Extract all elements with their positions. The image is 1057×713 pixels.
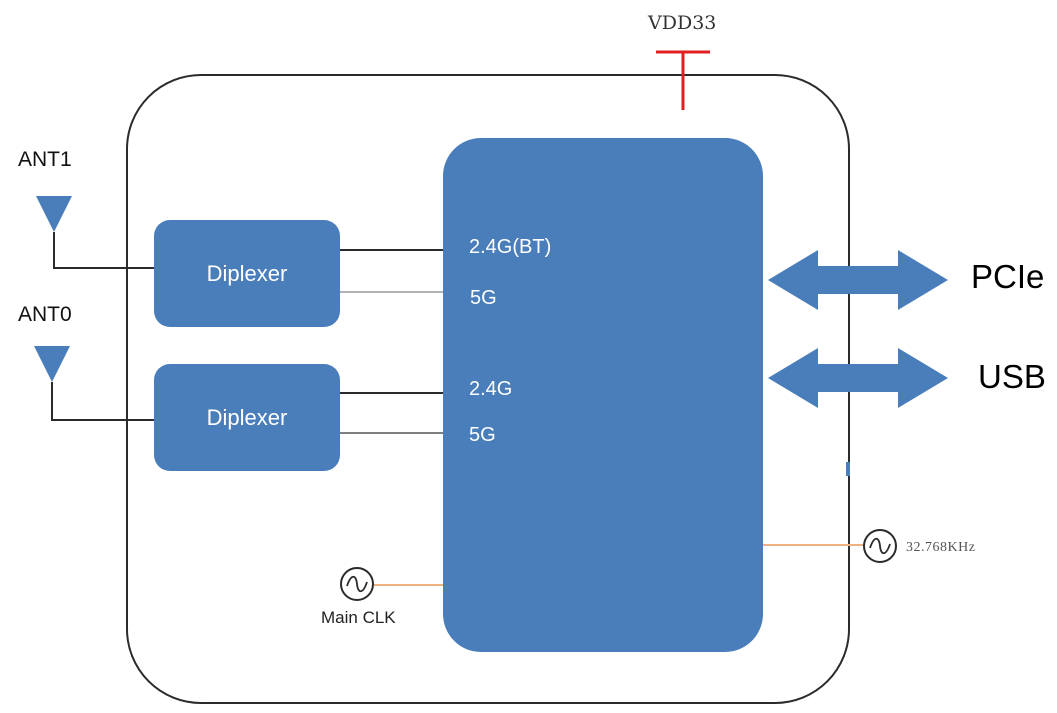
port-label-2g4-bt: 2.4G(BT) xyxy=(469,236,552,258)
port-label-2g4: 2.4G xyxy=(469,378,513,400)
antenna-label-ant0: ANT0 xyxy=(18,303,72,326)
vdd-label: VDD33 xyxy=(648,12,717,34)
diplexer-label: Diplexer xyxy=(206,404,288,430)
main-clock-label: Main CLK xyxy=(321,608,396,627)
outline-mark xyxy=(846,462,850,476)
pcie-arrow-icon xyxy=(768,250,948,310)
port-label-5g-b: 5G xyxy=(469,424,496,446)
antenna-icon xyxy=(34,346,154,421)
rf-lines xyxy=(340,249,443,434)
interface-label-usb: USB xyxy=(978,358,1046,395)
vdd-power-symbol xyxy=(656,50,710,110)
port-label-5g-a: 5G xyxy=(470,287,497,309)
wifi-bt-chip xyxy=(443,138,763,652)
diplexer-label: Diplexer xyxy=(206,260,288,286)
antenna-label-ant1: ANT1 xyxy=(18,148,72,171)
main-clock-oscillator-icon xyxy=(340,567,374,601)
diplexer-ant0: Diplexer xyxy=(154,364,340,471)
antenna-icon xyxy=(36,196,154,269)
rtc-clock-label: 32.768KHz xyxy=(906,540,976,555)
diplexer-ant1: Diplexer xyxy=(154,220,340,327)
usb-arrow-icon xyxy=(768,348,948,408)
rtc-oscillator-icon xyxy=(863,529,897,563)
interface-label-pcie: PCIe xyxy=(971,258,1045,295)
